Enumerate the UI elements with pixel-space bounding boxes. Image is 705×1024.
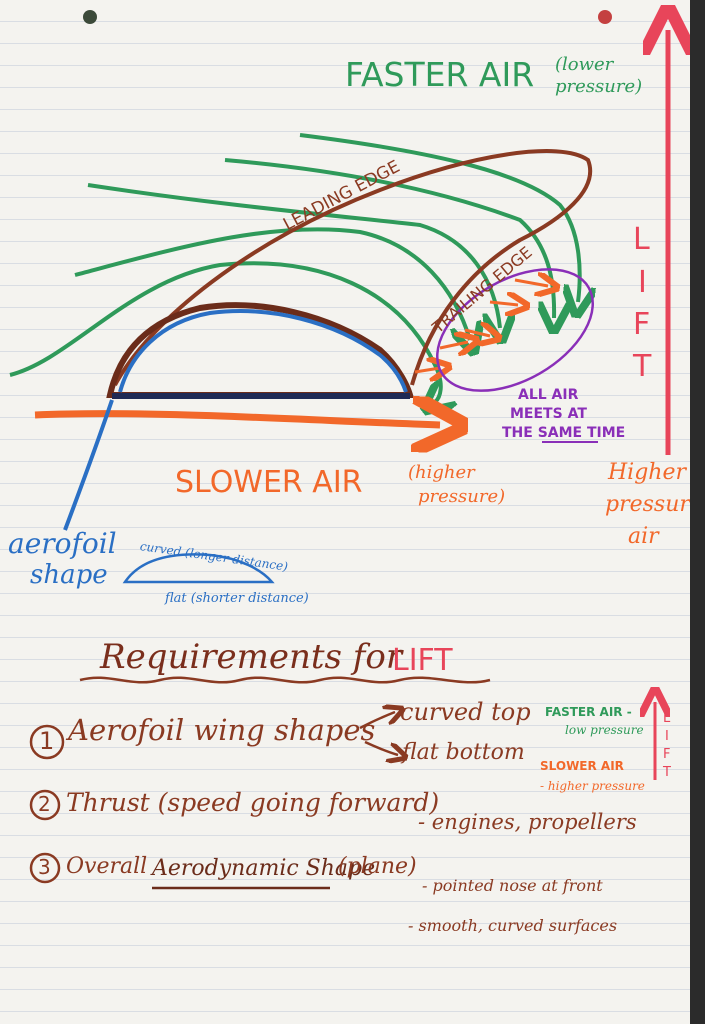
lift-letter-t: T bbox=[633, 349, 652, 384]
heading-underline bbox=[79, 676, 491, 684]
right-pin bbox=[598, 10, 612, 24]
mini-higher-pressure: - higher pressure bbox=[540, 779, 645, 793]
number-circle-3 bbox=[29, 852, 61, 884]
leading-edge-arc bbox=[113, 149, 592, 386]
item1-flat: flat bottom bbox=[402, 740, 525, 765]
item3-detail1: - pointed nose at front bbox=[422, 876, 603, 895]
number-circle-2 bbox=[29, 789, 61, 821]
item3-detail2: - smooth, curved surfaces bbox=[408, 916, 618, 935]
trail-arrow-5 bbox=[514, 280, 548, 286]
aerofoil-label-line2: shape bbox=[30, 560, 108, 590]
item3-number: 3 bbox=[38, 855, 51, 879]
higher-pressure-line2: pressure bbox=[605, 492, 690, 517]
curved-top-arrow bbox=[359, 712, 395, 730]
number-circle-1 bbox=[29, 724, 65, 760]
faster-air-label: FASTER AIR bbox=[345, 55, 535, 94]
trail-arrow-4 bbox=[489, 302, 518, 305]
all-air-line2: MEETS AT bbox=[510, 406, 587, 422]
mini-lift-t: T bbox=[663, 765, 671, 780]
mini-low-pressure: low pressure bbox=[565, 723, 644, 737]
slower-air-note-line1: (higher bbox=[408, 462, 475, 483]
item2-number: 2 bbox=[38, 792, 51, 816]
mini-faster-air: FASTER AIR - bbox=[545, 705, 632, 719]
lift-letter-i: I bbox=[638, 265, 647, 300]
poster-sheet: FASTER AIR (lower pressure) LEADING EDGE… bbox=[0, 0, 690, 1024]
flat-bottom-arrow bbox=[364, 740, 398, 755]
mini-lift-f: F bbox=[663, 747, 671, 762]
mini-aerofoil bbox=[122, 553, 275, 584]
slower-air-note-line2: pressure) bbox=[418, 486, 506, 507]
item3-suffix: (plane) bbox=[338, 854, 417, 879]
airflow-line-1 bbox=[299, 133, 580, 302]
requirements-heading-lift: LIFT bbox=[392, 643, 453, 678]
lift-letter-l: L bbox=[633, 222, 650, 257]
mini-lift-i: I bbox=[665, 729, 669, 744]
left-pin bbox=[83, 10, 97, 24]
requirements-heading: Requirements for bbox=[100, 637, 403, 677]
trail-arrow-2 bbox=[439, 342, 468, 348]
higher-pressure-line3: air bbox=[628, 524, 659, 549]
mini-lift-l: L bbox=[663, 711, 671, 726]
lift-letter-f: F bbox=[633, 307, 651, 342]
lift-diagram bbox=[9, 0, 690, 890]
mini-slower-air: SLOWER AIR bbox=[540, 759, 624, 773]
all-air-line1: ALL AIR bbox=[518, 387, 579, 403]
faster-air-note-line2: pressure) bbox=[555, 76, 643, 97]
airflow-line-3 bbox=[87, 183, 500, 328]
trail-arrow-1 bbox=[414, 368, 440, 372]
flat-note: flat (shorter distance) bbox=[165, 591, 309, 606]
item2-text: Thrust (speed going forward) bbox=[66, 788, 440, 817]
airflow-line-4 bbox=[74, 227, 470, 340]
aerofoil-outline-blue bbox=[118, 309, 408, 393]
faster-air-note-line1: (lower bbox=[555, 54, 614, 75]
aerofoil-pointer bbox=[63, 399, 114, 531]
item2-detail: - engines, propellers bbox=[418, 810, 637, 834]
slower-air-label: SLOWER AIR bbox=[175, 465, 363, 500]
aerofoil-outline-brown bbox=[106, 302, 414, 398]
item1-number: 1 bbox=[39, 727, 55, 755]
slower-air-arrow bbox=[34, 414, 440, 425]
item3-underlined: Aerodynamic Shape bbox=[152, 856, 376, 881]
all-air-line3: THE SAME TIME bbox=[502, 425, 626, 441]
meeting-point-ellipse bbox=[436, 268, 594, 392]
trail-arrow-3 bbox=[464, 330, 490, 336]
item1-text: Aerofoil wing shapes bbox=[68, 713, 376, 747]
item1-curved: curved top bbox=[400, 698, 531, 726]
aerofoil-label-line1: aerofoil bbox=[8, 527, 117, 560]
item3-prefix: Overall bbox=[66, 854, 148, 879]
higher-pressure-line1: Higher bbox=[608, 460, 687, 485]
airflow-line-5 bbox=[9, 261, 441, 402]
